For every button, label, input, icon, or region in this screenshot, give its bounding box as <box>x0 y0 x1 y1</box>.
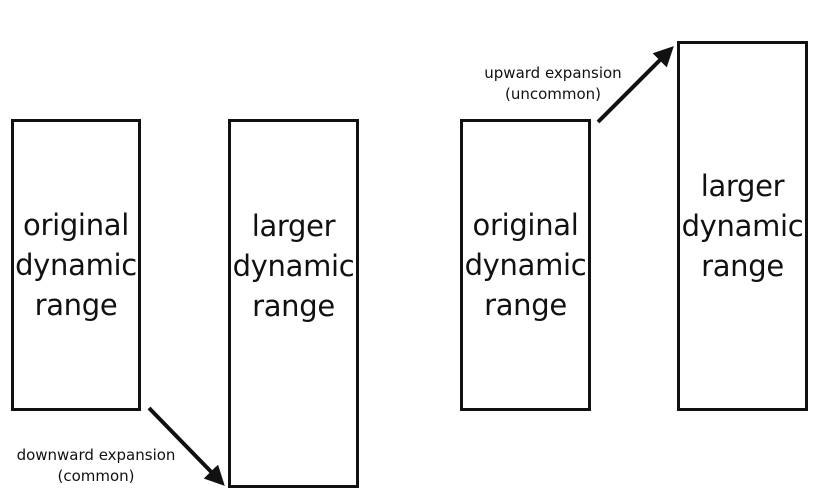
right-larger-range-label: larger dynamic range <box>681 169 804 283</box>
left-original-range-box: original dynamic range <box>11 119 141 411</box>
right-original-range-box: original dynamic range <box>460 119 591 411</box>
upward-expansion-title: upward expansion <box>484 64 622 82</box>
right-larger-range-box: larger dynamic range <box>677 41 808 411</box>
upward-expansion-note: upward expansion (uncommon) <box>470 63 636 105</box>
upward-expansion-qualifier: (uncommon) <box>504 85 602 103</box>
downward-expansion-qualifier: (common) <box>57 467 135 485</box>
left-larger-range-label: larger dynamic range <box>232 208 355 323</box>
right-original-range-label: original dynamic range <box>464 208 587 322</box>
left-original-range-label: original dynamic range <box>15 208 137 322</box>
upward-expansion-arrow <box>596 46 674 124</box>
left-larger-range-box: larger dynamic range <box>228 119 359 488</box>
downward-expansion-title: downward expansion <box>16 446 176 464</box>
downward-expansion-note: downward expansion (common) <box>8 445 184 487</box>
downward-expansion-arrow <box>147 406 225 486</box>
